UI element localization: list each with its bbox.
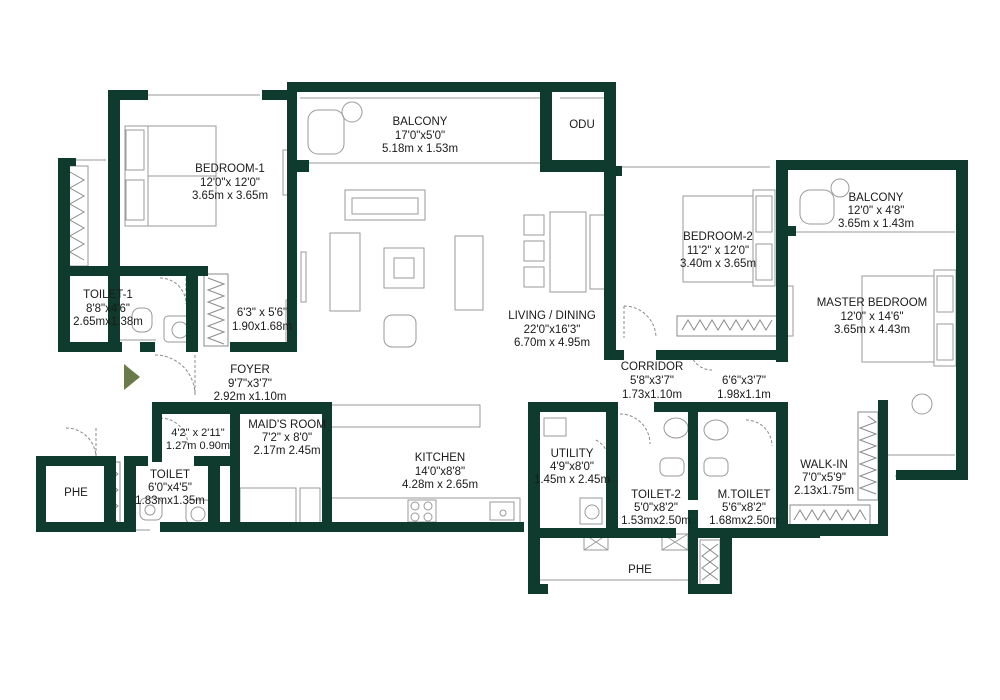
svg-text:7'0"x5'9": 7'0"x5'9" [802, 472, 846, 484]
room-master-toilet: M.TOILET 5'6"x8'2" 1.68mx2.50m [709, 489, 779, 527]
svg-text:6'6"x3'7": 6'6"x3'7" [722, 375, 766, 387]
svg-text:3.65m x 4.43m: 3.65m x 4.43m [834, 324, 910, 336]
svg-text:6'0"x4'5": 6'0"x4'5" [148, 482, 192, 494]
room-passage: 6'6"x3'7" 1.98x1.1m [717, 375, 771, 401]
room-dress-1: 6'3" x 5'6" 1.90x1.68m [232, 307, 292, 333]
svg-text:2.13x1.75m: 2.13x1.75m [794, 485, 854, 497]
svg-text:1.98x1.1m: 1.98x1.1m [717, 389, 771, 401]
svg-text:6.70m x 4.95m: 6.70m x 4.95m [514, 337, 590, 349]
svg-text:CORRIDOR: CORRIDOR [621, 361, 684, 373]
svg-text:M.TOILET: M.TOILET [718, 489, 771, 501]
room-utility: UTILITY 4'9"x8'0" 1.45m x 2.45m [534, 448, 610, 486]
room-foyer: FOYER 9'7"x3'7" 2.92m x1.10m [214, 364, 287, 403]
svg-text:PHE: PHE [64, 487, 88, 499]
room-master-bedroom: MASTER BEDROOM 12'0" x 14'6" 3.65m x 4.4… [817, 297, 928, 336]
svg-text:FOYER: FOYER [230, 364, 270, 376]
room-balcony-top: BALCONY 17'0"x5'0" 5.18m x 1.53m [382, 116, 458, 155]
room-corridor: CORRIDOR 5'8"x3'7" 1.73x1.10m [621, 361, 684, 401]
svg-text:12'0"x 12'0": 12'0"x 12'0" [200, 177, 260, 189]
svg-text:4.28m x 2.65m: 4.28m x 2.65m [402, 479, 478, 491]
svg-text:2.92m x1.10m: 2.92m x1.10m [214, 391, 287, 403]
svg-text:4'2" x 2'11": 4'2" x 2'11" [171, 427, 224, 439]
svg-text:17'0"x5'0": 17'0"x5'0" [395, 130, 445, 142]
coffee-table [383, 247, 425, 289]
svg-text:3.40m x 3.65m: 3.40m x 3.65m [680, 258, 756, 270]
room-living-dining: LIVING / DINING 22'0"x16'3" 6.70m x 4.95… [508, 310, 596, 349]
room-toilet-2: TOILET-2 5'0"x8'2" 1.53mx2.50m [621, 489, 691, 527]
svg-text:5'0"x8'2": 5'0"x8'2" [634, 502, 678, 514]
svg-text:1.45m x 2.45m: 1.45m x 2.45m [534, 474, 610, 486]
balcony-chair [307, 109, 345, 155]
room-odu: ODU [569, 119, 595, 131]
room-toilet-1: TOILET-1 8'8"x4'6" 2.65mx1.38m [73, 289, 143, 328]
entry-arrow-icon [124, 364, 140, 390]
svg-text:1.90x1.68m: 1.90x1.68m [232, 321, 292, 333]
svg-text:TOILET-2: TOILET-2 [631, 489, 681, 501]
svg-text:8'8"x4'6": 8'8"x4'6" [86, 303, 130, 315]
room-kitchen: KITCHEN 14'0"x8'8" 4.28m x 2.65m [402, 452, 478, 491]
sofa [344, 189, 426, 221]
svg-text:KITCHEN: KITCHEN [415, 452, 465, 464]
walls [36, 82, 968, 594]
svg-text:MAID'S ROOM: MAID'S ROOM [248, 419, 326, 431]
svg-text:1.73x1.10m: 1.73x1.10m [622, 389, 682, 401]
svg-text:MASTER BEDROOM: MASTER BEDROOM [817, 297, 928, 309]
svg-text:12'0" x 14'6": 12'0" x 14'6" [840, 311, 903, 323]
svg-text:3.65m x 3.65m: 3.65m x 3.65m [192, 190, 268, 202]
room-phe-bottom: PHE [628, 564, 652, 576]
balcony-right-chair [799, 189, 835, 225]
svg-text:1.27m 0.90m: 1.27m 0.90m [166, 440, 230, 452]
svg-text:9'7"x3'7": 9'7"x3'7" [228, 378, 272, 390]
svg-text:1.68mx2.50m: 1.68mx2.50m [709, 515, 779, 527]
svg-text:22'0"x16'3": 22'0"x16'3" [524, 324, 581, 336]
svg-text:1.83mx1.35m: 1.83mx1.35m [135, 495, 205, 507]
svg-text:12'0" x 4'8": 12'0" x 4'8" [848, 205, 905, 217]
svg-text:TOILET-1: TOILET-1 [83, 289, 133, 301]
room-bedroom-1: BEDROOM-1 12'0"x 12'0" 3.65m x 3.65m [192, 163, 268, 202]
svg-text:3.65m x 1.43m: 3.65m x 1.43m [838, 218, 914, 230]
svg-text:2.17m 2.45m: 2.17m 2.45m [253, 445, 320, 457]
svg-text:11'2" x 12'0": 11'2" x 12'0" [687, 245, 749, 257]
svg-text:4'9"x8'0": 4'9"x8'0" [550, 461, 594, 473]
svg-text:5'8"x3'7": 5'8"x3'7" [630, 375, 674, 387]
room-bedroom-2: BEDROOM-2 11'2" x 12'0" 3.40m x 3.65m [680, 231, 756, 270]
svg-text:LIVING / DINING: LIVING / DINING [508, 310, 596, 322]
svg-text:PHE: PHE [628, 564, 652, 576]
svg-text:1.53mx2.50m: 1.53mx2.50m [621, 515, 691, 527]
kitchen-counter-top [329, 404, 481, 428]
svg-text:2.65mx1.38m: 2.65mx1.38m [73, 316, 143, 328]
svg-text:TOILET: TOILET [150, 469, 190, 481]
svg-text:BEDROOM-2: BEDROOM-2 [683, 231, 753, 243]
room-maids-room: MAID'S ROOM 7'2" x 8'0" 2.17m 2.45m [248, 419, 326, 457]
svg-text:ODU: ODU [569, 119, 595, 131]
wardrobe-1 [203, 273, 229, 347]
svg-text:BALCONY: BALCONY [393, 116, 448, 128]
room-walk-in: WALK-IN 7'0"x5'9" 2.13x1.75m [794, 459, 854, 497]
svg-text:6'3" x 5'6": 6'3" x 5'6" [237, 307, 287, 319]
svg-text:5.18m x 1.53m: 5.18m x 1.53m [382, 143, 458, 155]
room-maid-toilet: TOILET 6'0"x4'5" 1.83mx1.35m [135, 469, 205, 507]
svg-text:UTILITY: UTILITY [551, 448, 594, 460]
room-phe-left: PHE [64, 487, 88, 499]
svg-text:WALK-IN: WALK-IN [800, 459, 848, 471]
svg-text:BEDROOM-1: BEDROOM-1 [195, 163, 265, 175]
svg-text:5'6"x8'2": 5'6"x8'2" [722, 502, 766, 514]
room-maid-store: 4'2" x 2'11" 1.27m 0.90m [166, 427, 230, 452]
room-balcony-right: BALCONY 12'0" x 4'8" 3.65m x 1.43m [838, 192, 914, 230]
svg-text:7'2" x 8'0": 7'2" x 8'0" [262, 432, 312, 444]
dining-table [549, 211, 587, 293]
svg-text:BALCONY: BALCONY [849, 192, 904, 204]
svg-text:14'0"x8'8": 14'0"x8'8" [415, 466, 465, 478]
